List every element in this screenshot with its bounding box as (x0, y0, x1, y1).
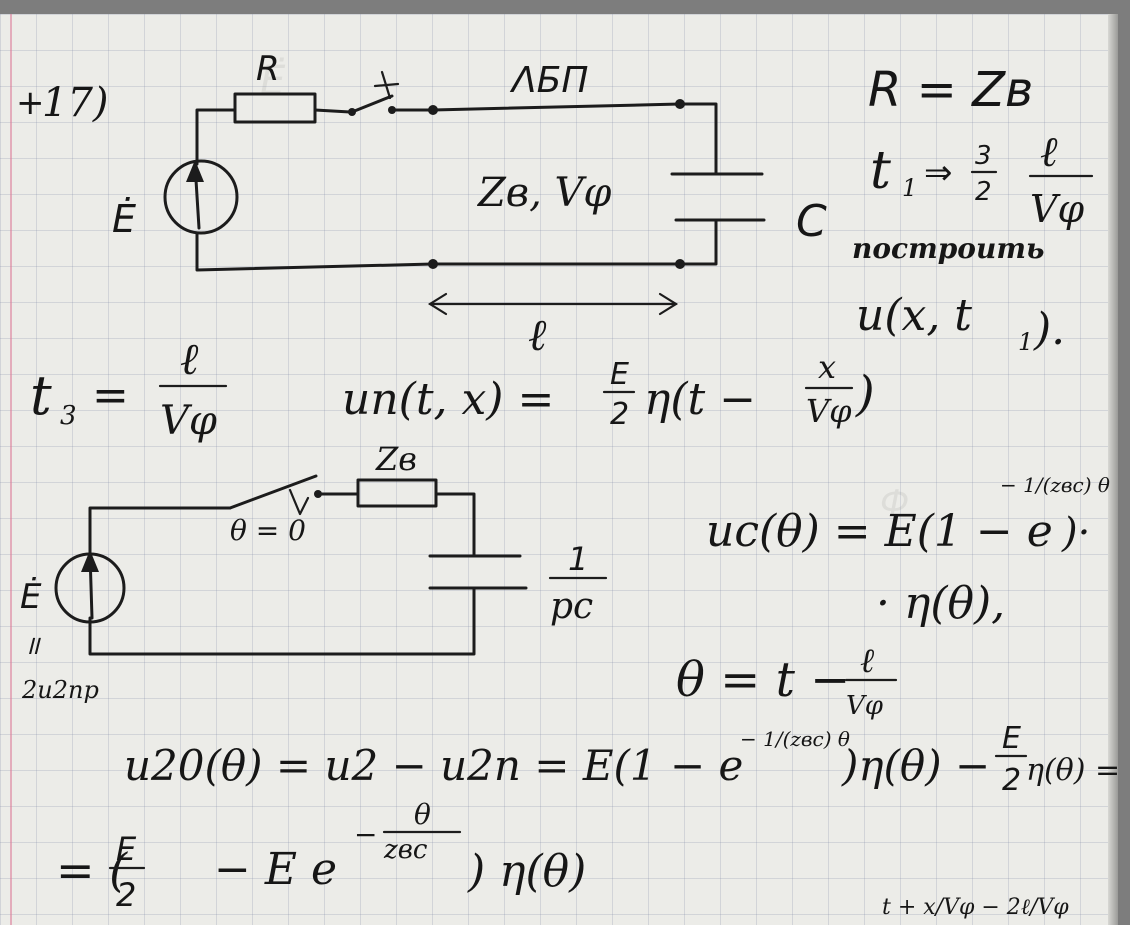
eq-theta-num: ℓ (860, 641, 874, 681)
equation-un: uп(t, x) = E 2 η(t − x Vφ ) (342, 348, 875, 432)
source-e-icon (163, 159, 239, 235)
eq-u20-den: 2 (1002, 763, 1021, 798)
wire (195, 232, 435, 272)
eq-final-exp-num: θ (414, 798, 431, 831)
eq-bottom-cut: t + x/Vφ − 2ℓ/Vφ (882, 895, 1069, 920)
source-e-label: Ė (20, 577, 42, 617)
wire (195, 108, 237, 166)
problem-number: 17) (42, 80, 109, 126)
eq-un-close: ) (855, 366, 875, 422)
given-t1-frac-den: Vφ (1030, 187, 1084, 231)
circuit-2: θ = 0 Zв 1 pc Ė ॥ 2u2пр (20, 440, 608, 704)
eq-un-left: uп(t, x) = (342, 374, 554, 425)
task-func-sub: 1 (1018, 328, 1033, 356)
eq-final-exp-den: zвc (383, 835, 428, 865)
eq-t3-num: ℓ (180, 334, 199, 385)
line-label: ΛБП (509, 60, 588, 101)
eq-un-frac-den: Vφ (806, 392, 852, 430)
eq-u20-end: η(θ) = (1026, 753, 1118, 788)
problem-mark: + (16, 83, 45, 123)
switch-mark (373, 70, 400, 100)
given-t1: t (870, 141, 891, 201)
wire (313, 108, 352, 114)
eq-un-right: η(t − (644, 374, 756, 425)
resistor-r (233, 92, 317, 124)
eq-uc-close: )· (1061, 510, 1090, 556)
notebook-page: Ё Ф + 17) R (0, 14, 1118, 925)
source-e-label: Ė (112, 197, 136, 241)
resistor-zv (356, 478, 438, 508)
eq-final-left: = ( (56, 843, 128, 897)
eq-final-den: 2 (116, 876, 136, 914)
eq-un-frac-num: x (818, 348, 836, 386)
given-t1-sub: 1 (902, 174, 917, 202)
eq-uc-exp: − 1/(zвc) θ (1000, 473, 1110, 497)
equation-uc: uc(θ) = E(1 − e − 1/(zвc) θ )· · η(θ), (706, 473, 1110, 629)
eq-uc-main: uc(θ) = E(1 − e (706, 506, 1053, 557)
eq-final-end: ) η(θ) (467, 846, 586, 897)
eq-final-num: E (116, 830, 137, 868)
eq-final-mid: − E e (214, 844, 337, 895)
eq-t3-sub: 3 (60, 401, 77, 431)
given-t1-den: 2 (975, 177, 992, 207)
eq-theta-left: θ = t − (676, 652, 850, 708)
wire (88, 506, 232, 564)
equation-theta: θ = t − ℓ Vφ (676, 641, 898, 721)
switch-blade (228, 474, 318, 510)
resistor-zv-label: Zв (375, 440, 417, 478)
eq-final-exp-sign: − (354, 818, 377, 851)
switch-blade (350, 94, 394, 114)
task-func: u(x, t (856, 290, 972, 341)
source-eq-sign: ॥ (24, 631, 41, 661)
margin-line (10, 14, 12, 925)
source-arrow-head (186, 160, 204, 182)
eq-theta-den: Vφ (846, 691, 884, 721)
source-arrow-head (81, 550, 99, 572)
given-r-eq: R = Zв (868, 62, 1033, 118)
bleed-through: Ф (880, 483, 909, 523)
given-conditions: R = Zв t 1 ⇒ 3 2 ℓ Vφ построить u(x, t 1… (852, 62, 1094, 356)
eq-u20-main: u20(θ) = u2 − u2п = E(1 − e (124, 741, 743, 790)
equation-u20: u20(θ) = u2 − u2п = E(1 − e − 1/(zвc) θ … (124, 721, 1118, 798)
wire (678, 218, 718, 266)
wire (434, 492, 476, 558)
eq-u20-mid: )η(θ) − (841, 741, 990, 790)
given-t1-num: 3 (975, 141, 992, 171)
eq-t3-eq: = (92, 370, 129, 421)
length-arrow-head (427, 292, 448, 316)
circuit-1: R C Ė (112, 49, 827, 361)
cap-impedance-num: 1 (568, 540, 588, 578)
eq-un-den: 2 (610, 397, 629, 432)
task-word: построить (852, 232, 1044, 265)
given-t1-frac-num: ℓ (1040, 127, 1058, 176)
eq-u20-exp: − 1/(zвc) θ (740, 727, 850, 751)
equation-t3: t 3 = ℓ Vφ (30, 334, 228, 444)
equation-final: = ( E 2 − E e − θ zвc ) η(θ) t + x/Vφ − … (56, 798, 1069, 920)
wire (88, 586, 476, 656)
resistor-r-label: R (256, 49, 280, 89)
eq-t3-left: t (30, 364, 52, 427)
eq-u20-num: E (1002, 721, 1021, 756)
eq-uc-line2: · η(θ), (876, 578, 1005, 629)
bleed-through: Ё (260, 56, 286, 104)
given-t1-arrow: ⇒ (924, 153, 953, 193)
capacitor-c-label: C (796, 196, 827, 247)
eq-un-num: E (610, 357, 629, 392)
task-func-end: ). (1033, 304, 1065, 355)
cap-impedance-den: pc (550, 586, 593, 627)
switch-arrow (288, 488, 310, 516)
wire (678, 102, 718, 176)
length-arrow-head (658, 292, 679, 316)
page-edge (1108, 14, 1118, 925)
source-value: 2u2пр (21, 676, 99, 704)
line-top-conductor (431, 102, 682, 112)
switch-label: θ = 0 (230, 514, 306, 547)
length-label: ℓ (528, 310, 547, 361)
eq-t3-den: Vφ (160, 398, 217, 444)
line-params: Zв, Vφ (476, 170, 611, 216)
handwritten-notes: Ё Ф + 17) R (16, 49, 1118, 920)
